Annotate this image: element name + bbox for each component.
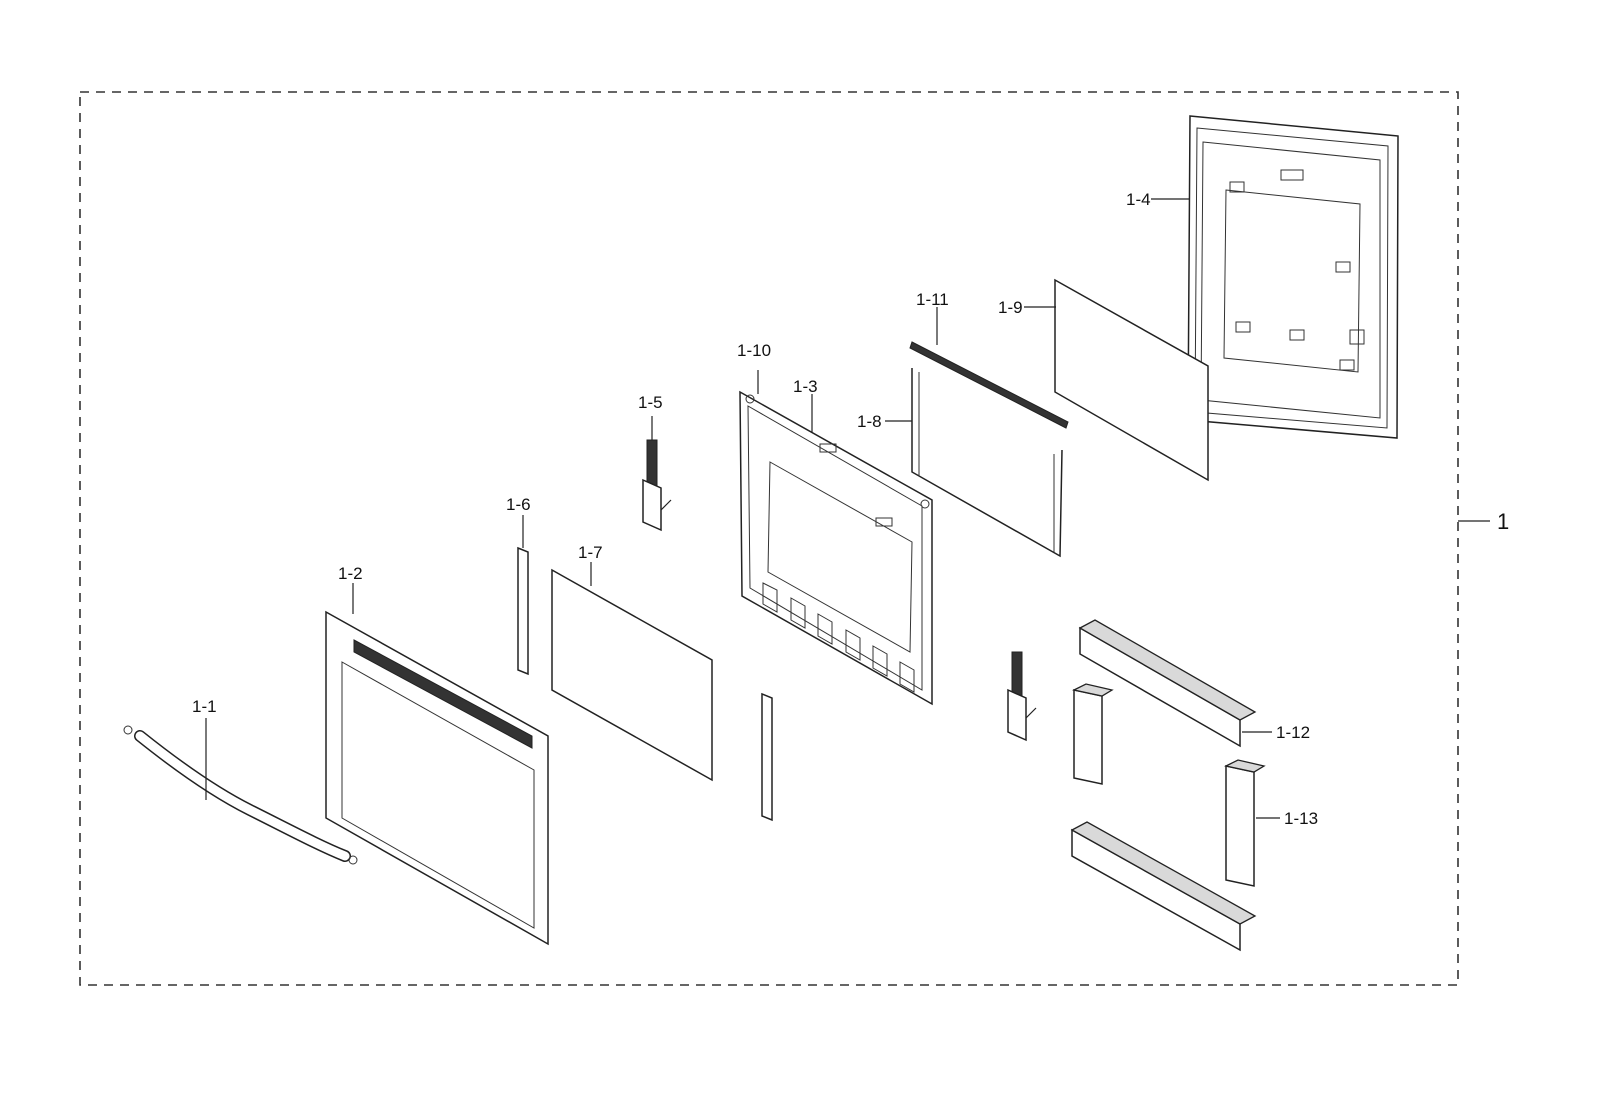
part-1-1-handle: 1-1 (123, 697, 358, 865)
part-1-7-glass: 1-7 (551, 543, 713, 782)
part-label-1-11: 1-11 (916, 290, 949, 309)
part-label-1-13: 1-13 (1284, 809, 1318, 828)
assembly-boundary (79, 91, 1459, 986)
part-1-12-insulation: 1-12 (1070, 619, 1310, 952)
part-label-1-1: 1-1 (192, 697, 217, 716)
assembly-callout: 1 (1458, 509, 1509, 534)
part-label-1-4: 1-4 (1126, 190, 1151, 209)
side-rail-secondary (761, 692, 773, 822)
part-1-11-strip: 1-11 (909, 290, 1069, 429)
part-1-10-screw: 1-10 (737, 341, 771, 394)
hinge-secondary (1007, 651, 1037, 742)
part-1-9-glass: 1-9 (998, 278, 1209, 482)
part-label-1-9: 1-9 (998, 298, 1023, 317)
part-label-1-6: 1-6 (506, 495, 531, 514)
part-label-1-3: 1-3 (793, 377, 818, 396)
part-label-1-2: 1-2 (338, 564, 363, 583)
part-label-1-12: 1-12 (1276, 723, 1310, 742)
part-1-13-insulation: 1-13 (1072, 683, 1318, 887)
part-1-3-inner-panel: 1-3 (739, 377, 933, 706)
part-1-4-rear-frame: 1-4 (1126, 115, 1399, 439)
part-label-1-8: 1-8 (857, 412, 882, 431)
part-1-2-outer-door: 1-2 (325, 564, 549, 946)
part-label-1-7: 1-7 (578, 543, 603, 562)
part-1-8-glass-frame: 1-8 (857, 368, 1063, 558)
part-label-1-10: 1-10 (737, 341, 771, 360)
part-1-5-hinge: 1-5 (638, 393, 672, 532)
part-1-6-side-rail: 1-6 (506, 495, 531, 676)
part-label-1-5: 1-5 (638, 393, 663, 412)
assembly-label: 1 (1497, 509, 1509, 534)
